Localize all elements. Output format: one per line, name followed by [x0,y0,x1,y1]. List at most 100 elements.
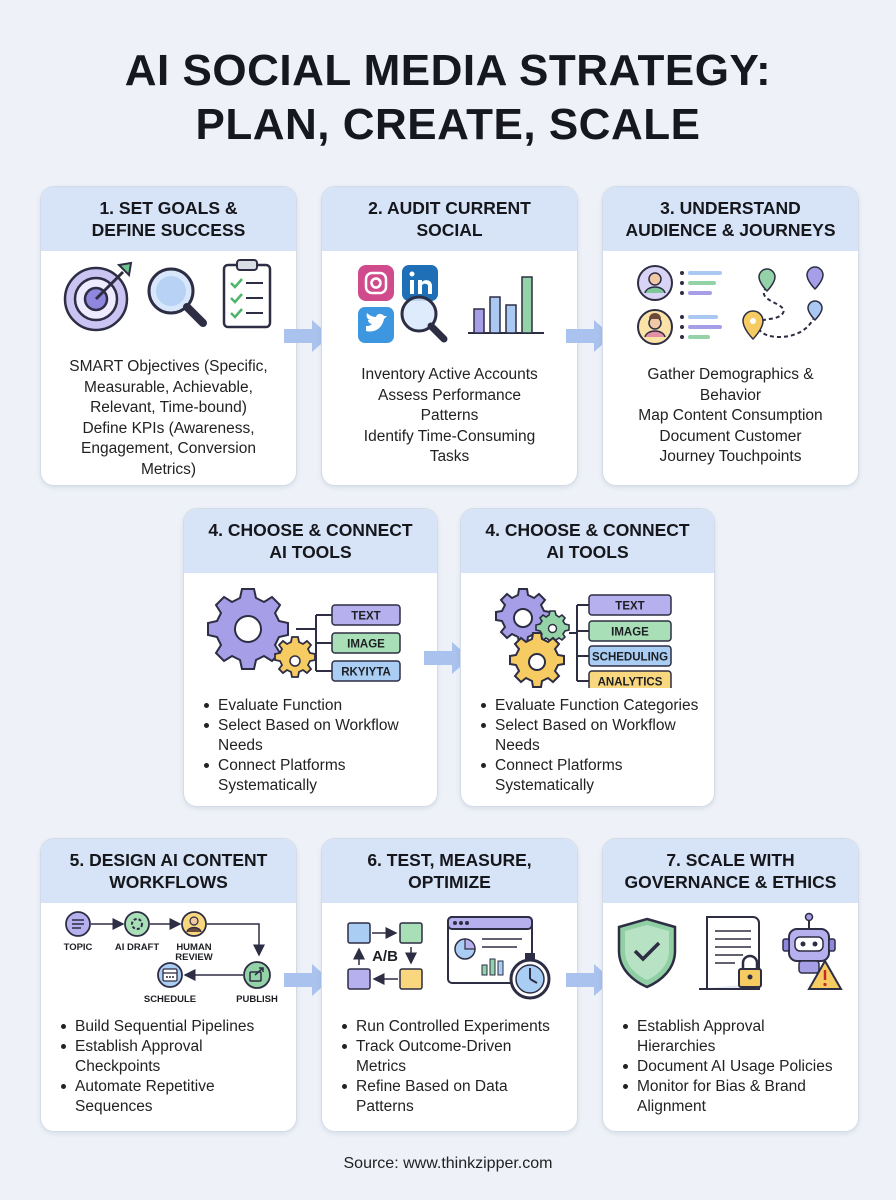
step-4a-list: Evaluate Function Select Based on Workfl… [184,696,437,796]
flow-publish-label: PUBLISH [236,994,278,1005]
journey-map-icon [742,266,824,341]
tag-text [588,594,672,616]
step-5-list: Build Sequential Pipelines Establish App… [41,1017,296,1117]
step-2-illustration [322,251,577,351]
step-card-7: 7. SCALE WITH GOVERNANCE & ETHICS [602,838,859,1132]
arrow-right-icon [566,964,612,996]
page-title: AI SOCIAL MEDIA STRATEGY: PLAN, CREATE, … [0,44,896,152]
ai-gear-icon [124,911,150,937]
tag-image-label: IMAGE [347,639,385,651]
step-3-header: 3. UNDERSTAND AUDIENCE & JOURNEYS [603,187,858,251]
step-4a-illustration: TEXT IMAGE RKYIYTA [184,573,437,682]
instagram-icon [358,265,394,301]
step-2-header: 2. AUDIT CURRENT SOCIAL [322,187,577,251]
step-card-6: 6. TEST, MEASURE, OPTIMIZE A/B [321,838,578,1132]
step-4b-header: 4. CHOOSE & CONNECT AI TOOLS [461,509,714,573]
flow-schedule-label: SCHEDULE [144,994,196,1005]
step-card-3: 3. UNDERSTAND AUDIENCE & JOURNEYS [602,186,859,486]
step-4a-header: 4. CHOOSE & CONNECT AI TOOLS [184,509,437,573]
tag-scheduling [588,645,672,667]
step-5-header: 5. DESIGN AI CONTENT WORKFLOWS [41,839,296,903]
arrow-right-icon [284,964,330,996]
step-2-text: Inventory Active Accounts Assess Perform… [361,366,538,465]
ab-label: A/B [372,948,398,965]
user-profile-icon [637,265,722,301]
step-card-2: 2. AUDIT CURRENT SOCIAL [321,186,578,486]
user-profile-icon [637,309,722,345]
step-card-1: 1. SET GOALS & DEFINE SUCCESS [40,186,297,486]
step-4b-illustration: TEXT IMAGE SCHEDULING ANALYTICS [461,573,714,692]
lock-icon [738,954,762,988]
flow-topic-label: TOPIC [64,942,93,953]
gear-icon [207,588,289,670]
ab-test-icon: A/B [347,922,423,990]
magnifier-icon [147,267,207,327]
robot-icon [782,912,836,974]
checklist-icon [222,259,272,329]
step-7-header: 7. SCALE WITH GOVERNANCE & ETHICS [603,839,858,903]
step-3-illustration [603,251,858,351]
document-icon [65,911,91,937]
step-1-text: SMART Objectives (Specific, Measurable, … [69,358,268,478]
flow-ai-draft-label: AI DRAFT [115,942,160,953]
person-icon [181,911,207,937]
tag-analytics-label: ANALYTICS [598,677,663,689]
shield-check-icon [617,917,677,989]
tag-image-label: IMAGE [611,627,649,639]
step-4b-list: Evaluate Function Categories Select Base… [461,696,714,796]
step-3-text: Gather Demographics & Behavior Map Conte… [638,366,823,465]
linkedin-icon [402,265,438,301]
warning-icon [807,958,843,990]
bar-chart-icon [468,276,544,334]
tag-scheduling-label: SCHEDULING [592,652,668,664]
tag-text-label: TEXT [615,601,644,613]
flow-human-label: HUMAN [176,942,211,953]
list-item: Evaluate Function [184,696,437,716]
step-6-illustration: A/B [322,903,577,1003]
flow-review-label: REVIEW [175,952,213,963]
step-1-header: 1. SET GOALS & DEFINE SUCCESS [41,187,296,251]
step-card-4a: 4. CHOOSE & CONNECT AI TOOLS TEXT IMAGE … [183,508,438,807]
publish-icon [243,961,271,989]
step-6-list: Run Controlled Experiments Track Outcome… [322,1017,577,1117]
list-item: Document AI Usage Policies [603,1057,858,1077]
magnifier-icon [400,295,448,343]
gear-icon [274,636,316,678]
source-credit: Source: www.thinkzipper.com [343,1155,553,1172]
title-line-2: PLAN, CREATE, SCALE [195,100,701,149]
dashboard-icon [447,916,533,984]
stopwatch-icon [509,953,551,1000]
target-icon [63,261,133,332]
tag-misc-label: RKYIYTA [341,667,391,679]
tag-image [588,620,672,642]
twitter-icon [358,307,394,343]
step-7-illustration [603,903,858,1003]
calendar-icon [157,962,183,988]
tag-image [331,632,401,654]
tag-text-label: TEXT [351,611,380,623]
list-item: Evaluate Function Categories [461,696,714,716]
list-item: Build Sequential Pipelines [41,1017,296,1037]
list-item: Run Controlled Experiments [322,1017,577,1037]
title-line-1: AI SOCIAL MEDIA STRATEGY: [124,46,772,95]
tag-misc [331,660,401,682]
arrow-right-icon [424,642,470,674]
step-1-illustration [41,251,296,351]
step-5-illustration: TOPIC AI DRAFT HUMAN REVIEW PUBLISH [41,903,296,1005]
step-card-5: 5. DESIGN AI CONTENT WORKFLOWS TOPIC AI … [40,838,297,1132]
tag-text [331,604,401,626]
gear-icon [509,632,565,688]
step-6-header: 6. TEST, MEASURE, OPTIMIZE [322,839,577,903]
step-card-4b: 4. CHOOSE & CONNECT AI TOOLS TEXT IMAGE … [460,508,715,807]
arrow-right-icon [284,320,330,352]
